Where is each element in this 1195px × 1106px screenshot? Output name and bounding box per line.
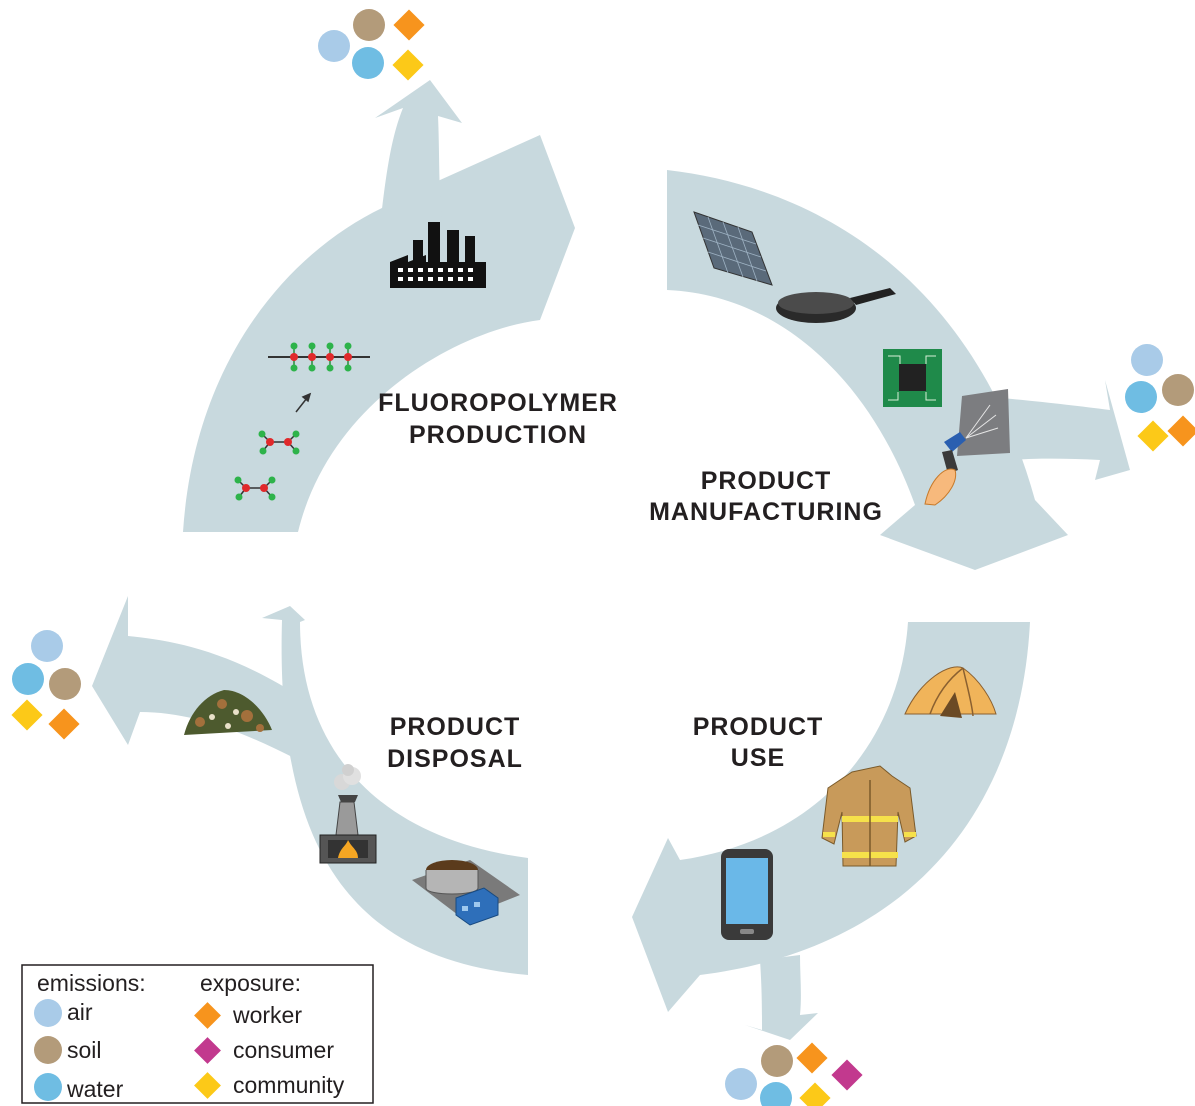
legend-worker-label: worker	[232, 1002, 302, 1028]
air-emission-icon	[31, 630, 63, 662]
label-manufacturing-line1: PRODUCT	[701, 467, 832, 495]
label-manufacturing-line2: MANUFACTURING	[649, 498, 883, 526]
community-exposure-icon	[799, 1082, 831, 1106]
worker-exposure-icon	[1167, 415, 1195, 447]
worker-exposure-icon	[796, 1042, 828, 1074]
legend-community-label: community	[233, 1072, 345, 1098]
water-emission-icon	[1125, 381, 1157, 413]
water-emission-icon	[12, 663, 44, 695]
arrow-disposal-emission-branch	[92, 596, 305, 760]
worker-exposure-icon	[48, 708, 80, 740]
legend-box	[21, 964, 374, 1104]
circuit-chip-icon	[883, 349, 942, 407]
air-emission-icon	[318, 30, 350, 62]
legend-air-label: air	[67, 999, 93, 1025]
water-emission-icon	[760, 1082, 792, 1106]
soil-emission-icon	[353, 9, 385, 41]
water-emission-icon	[352, 47, 384, 79]
emissions-cluster-production	[318, 9, 425, 81]
emissions-cluster-use	[725, 1042, 863, 1106]
arrow-production-emission-branch	[375, 80, 462, 245]
monomer-molecule-icon	[234, 476, 276, 501]
air-emission-icon	[725, 1068, 757, 1100]
arrow-disposal	[262, 606, 528, 975]
arrow-manufacturing	[667, 170, 1068, 570]
consumer-exposure-icon	[831, 1059, 863, 1091]
polymer-chain-icon	[268, 342, 370, 372]
smartphone-icon	[721, 849, 773, 940]
label-use-line1: PRODUCT	[693, 713, 824, 741]
incinerator-icon	[319, 764, 377, 864]
emissions-cluster-disposal	[11, 630, 81, 740]
cycle-arrows	[92, 80, 1130, 1040]
landfill-icon	[184, 690, 272, 735]
legend-consumer-label: consumer	[233, 1037, 334, 1063]
firefighter-jacket-icon	[821, 765, 917, 867]
soil-emission-icon	[49, 668, 81, 700]
arrow-use-emission-branch	[745, 955, 818, 1040]
legend-water-swatch	[34, 1073, 62, 1101]
legend-air-swatch	[34, 999, 62, 1027]
label-disposal-line2: DISPOSAL	[387, 745, 523, 773]
legend: emissions: exposure: air soil water work…	[21, 964, 374, 1104]
air-emission-icon	[1131, 344, 1163, 376]
stage-labels: FLUOROPOLYMER PRODUCTION PRODUCT MANUFAC…	[378, 389, 883, 773]
spray-coating-icon	[924, 389, 1010, 506]
community-exposure-icon	[11, 699, 43, 731]
soil-emission-icon	[1162, 374, 1194, 406]
wastewater-plant-icon	[412, 860, 520, 926]
legend-soil-swatch	[34, 1036, 62, 1064]
solar-panel-icon	[693, 211, 773, 286]
arrow-production	[183, 135, 575, 532]
legend-emissions-title: emissions:	[37, 970, 146, 996]
community-exposure-icon	[1137, 420, 1169, 452]
reaction-arrow-icon	[295, 392, 312, 413]
tent-icon	[904, 666, 997, 718]
frying-pan-icon	[776, 288, 896, 323]
label-use-line2: USE	[731, 744, 785, 772]
worker-exposure-icon	[393, 9, 425, 41]
label-production-line2: PRODUCTION	[409, 421, 587, 449]
emissions-cluster-manufacturing	[1125, 344, 1195, 452]
legend-soil-label: soil	[67, 1037, 102, 1063]
factory-icon	[390, 222, 486, 288]
label-production-line1: FLUOROPOLYMER	[378, 389, 618, 417]
community-exposure-icon	[392, 49, 424, 81]
legend-water-label: water	[66, 1076, 124, 1102]
label-disposal-line1: PRODUCT	[390, 713, 521, 741]
soil-emission-icon	[761, 1045, 793, 1077]
legend-exposure-title: exposure:	[200, 970, 301, 996]
monomer-molecule-icon	[258, 430, 300, 455]
